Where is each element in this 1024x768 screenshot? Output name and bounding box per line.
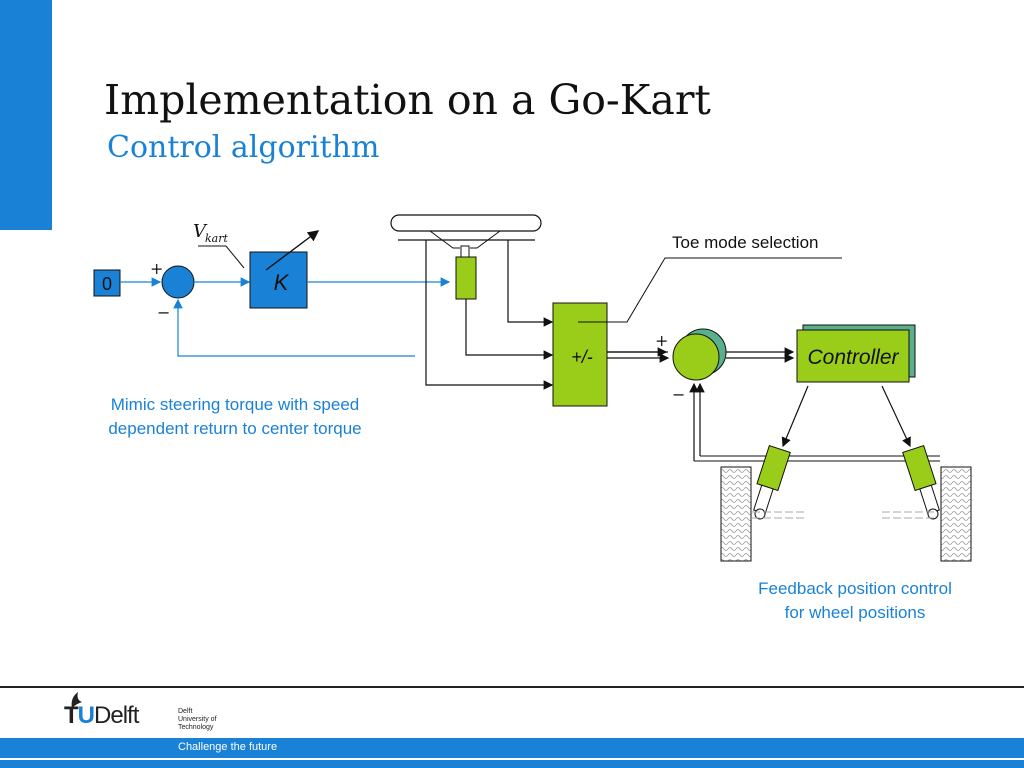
plus-sign-1: + (150, 259, 163, 278)
toe-mode-label: Toe mode selection (672, 233, 818, 252)
sum-block (552, 302, 608, 407)
footer-tagline: Challenge the future (178, 741, 278, 753)
caption-feedback-control: Feedback position control for wheel posi… (720, 577, 990, 625)
wire-controller-right-actuator (881, 385, 911, 448)
tu-delft-logo: TUDelft (64, 702, 139, 729)
footer-divider (0, 686, 1024, 688)
steering-spoke-left (429, 230, 460, 249)
steering-wheel (390, 214, 542, 232)
caption-left-line1: Mimic steering torque with speed (110, 395, 360, 414)
wire-wheel-to-sum-top (507, 240, 554, 327)
steering-spoke-right (470, 230, 501, 249)
speed-label-subscript: kart (205, 232, 228, 245)
summing-junction-1 (161, 265, 195, 299)
input-zero-value: 0 (102, 274, 112, 294)
plus-sign-2: + (655, 331, 668, 350)
footer-band-bottom (0, 760, 1024, 768)
steering-column-top (460, 245, 470, 259)
side-accent-bar (0, 0, 52, 230)
caption-right-line2: for wheel positions (784, 603, 926, 622)
right-wheel-actuator (902, 445, 940, 515)
summing-junction-2 (672, 333, 720, 381)
caption-right-line1: Feedback position control (758, 579, 952, 598)
speed-label: V (193, 221, 208, 242)
sum-block-label: +/- (571, 347, 593, 367)
speed-leader-line (198, 245, 245, 269)
tu-delft-logo-subtext: Delft University of Technology (178, 708, 217, 731)
gain-label: K (274, 270, 290, 295)
controller-label: Controller (807, 346, 899, 369)
minus-sign-1: − (157, 303, 170, 322)
minus-sign-2: − (672, 385, 685, 404)
steering-actuator (455, 256, 477, 300)
left-wheel-actuator (753, 445, 791, 515)
wire-column-to-sum-bottom (425, 240, 554, 390)
slide-subtitle: Control algorithm (107, 130, 380, 165)
input-zero-box (93, 269, 121, 297)
footer-band (0, 738, 1024, 758)
tu-delft-logo-flame-icon (71, 692, 82, 708)
right-wheel (940, 466, 972, 562)
variable-gain-arrow (265, 230, 320, 271)
caption-left-line2: dependent return to center torque (108, 419, 362, 438)
controller-block (796, 329, 910, 383)
wire-controller-left-actuator (781, 385, 809, 448)
slide-title: Implementation on a Go-Kart (104, 76, 711, 124)
wire-actuator-to-sum-mid (465, 299, 554, 360)
caption-steering-torque: Mimic steering torque with speed depende… (70, 393, 400, 441)
toe-mode-leader (578, 257, 842, 323)
wire-feedback-1 (173, 298, 415, 357)
left-wheel (720, 466, 752, 562)
